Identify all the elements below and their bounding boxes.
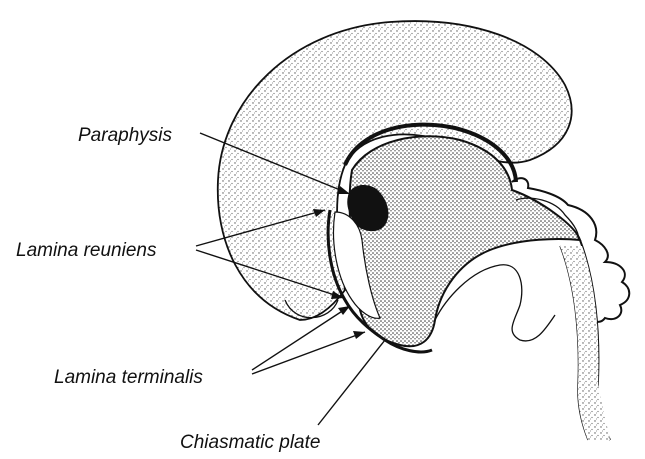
lamina-terminalis-arrowhead-lower (353, 331, 365, 339)
chiasmatic-plate-label: Chiasmatic plate (180, 432, 320, 453)
chiasmatic-plate-leader (318, 340, 385, 425)
lamina-terminalis-label: Lamina terminalis (54, 367, 203, 388)
lamina-terminalis-arrowhead-upper (338, 306, 350, 315)
lamina-reuniens-label: Lamina reuniens (16, 240, 157, 261)
paraphysis-arrowhead (338, 186, 350, 194)
paraphysis-label: Paraphysis (78, 125, 172, 146)
lamina-terminalis-leader-lower (252, 332, 365, 374)
diencephalon (350, 136, 580, 346)
brainstem-stipple (560, 246, 610, 440)
